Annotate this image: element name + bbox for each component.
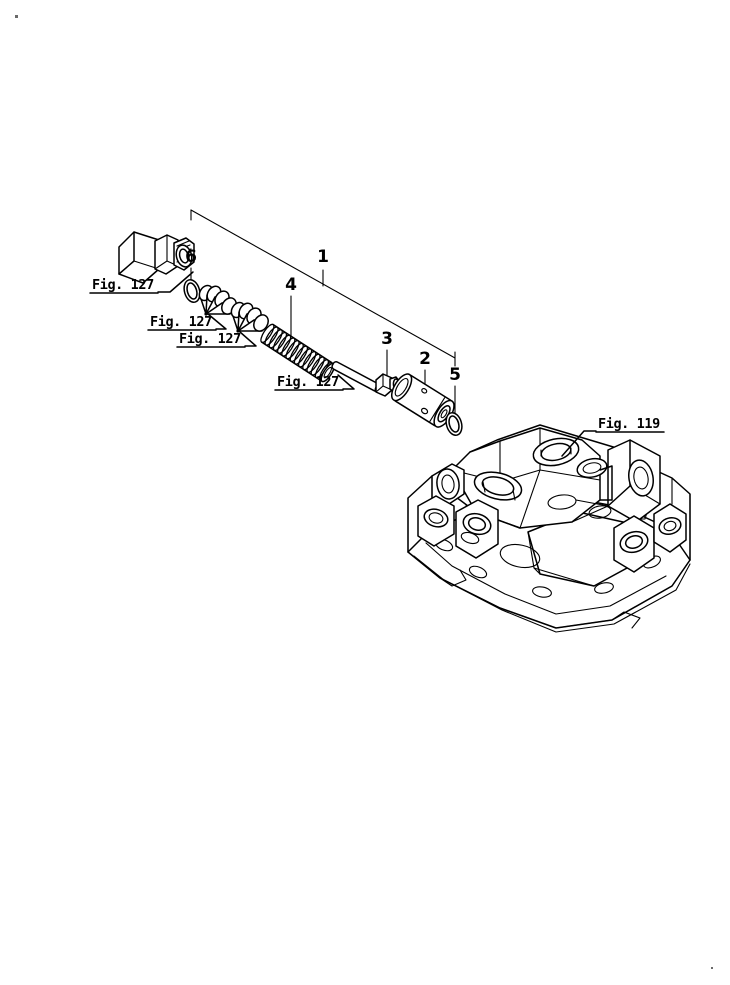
- fig-ref-127-cone-left[interactable]: Fig. 127: [150, 314, 212, 330]
- callout-number-1[interactable]: 1: [317, 247, 329, 267]
- scan-speck-top-left: [15, 15, 18, 18]
- hex-union-fitting: [118, 231, 195, 284]
- fig-ref-127-cone-right[interactable]: Fig. 127: [179, 331, 241, 347]
- fig-ref-leaders: [157, 271, 597, 457]
- callout-number-3[interactable]: 3: [381, 329, 393, 349]
- fig-ref-119-housing[interactable]: Fig. 119: [598, 416, 660, 432]
- scan-speck-bottom-right: [711, 967, 713, 969]
- cone-cluster-left: [198, 284, 237, 316]
- o-ring-upper: [183, 279, 201, 303]
- callout-number-6[interactable]: 6: [185, 247, 197, 267]
- fig-ref-labels: Fig. 127 Fig. 127 Fig. 127 Fig. 127 Fig.…: [92, 277, 660, 432]
- coil-spring: [259, 322, 336, 384]
- o-ring-lower: [445, 412, 463, 436]
- callout-number-4[interactable]: 4: [285, 275, 297, 295]
- sleeve-spool: [390, 373, 455, 428]
- callout-number-5[interactable]: 5: [449, 365, 461, 385]
- callout-number-2[interactable]: 2: [419, 349, 431, 369]
- fig-ref-underlines: [89, 292, 665, 433]
- scan-artifacts: [15, 15, 713, 969]
- cone-cluster-right: [230, 301, 269, 333]
- fig-ref-127-fitting[interactable]: Fig. 127: [92, 277, 154, 293]
- fig-ref-127-push-rod[interactable]: Fig. 127: [277, 374, 339, 390]
- valve-body-housing: [407, 424, 691, 633]
- number-callouts: 1 2 3 4 5 6: [185, 247, 461, 385]
